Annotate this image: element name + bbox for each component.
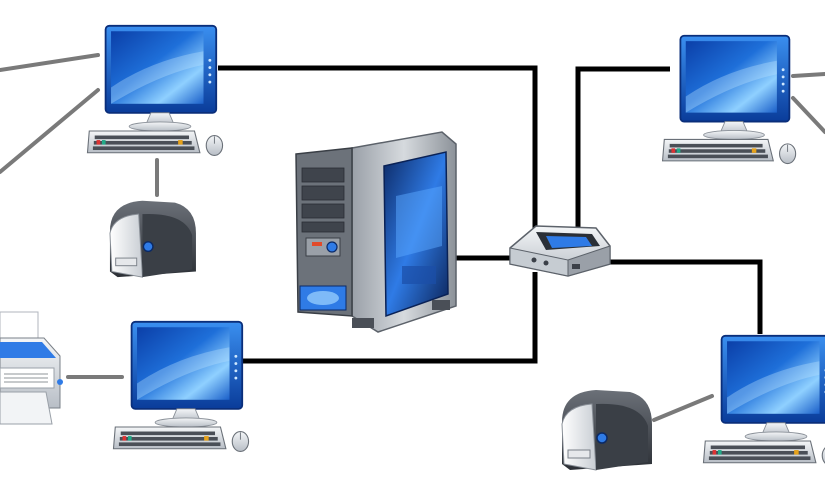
workstation-top-left xyxy=(86,24,224,157)
workstation-top-right xyxy=(661,34,797,165)
printer-icon xyxy=(109,200,197,278)
desktop-computer-icon xyxy=(112,320,250,453)
link-pc-bottom-right-printer xyxy=(652,394,714,422)
workstation-bottom-right xyxy=(702,334,825,467)
laser-printer xyxy=(0,311,63,425)
desktop-computer-icon xyxy=(702,334,825,467)
workstation-bottom-left xyxy=(112,320,250,453)
printer-icon xyxy=(561,389,653,471)
switch-icon xyxy=(509,225,611,277)
server-tower xyxy=(295,131,457,333)
network-switch xyxy=(509,225,611,277)
link-pc-top-right-offscreen-2 xyxy=(791,96,825,134)
network-links xyxy=(0,53,825,422)
server-tower-icon xyxy=(295,131,457,333)
desktop-computer-icon xyxy=(86,24,224,157)
link-pc-top-left-switch xyxy=(218,65,538,230)
link-pc-bottom-left-switch xyxy=(243,272,538,364)
link-pc-top-left-offscreen-1 xyxy=(0,53,100,72)
link-pc-top-right-switch xyxy=(575,66,670,232)
laser-printer-icon xyxy=(0,311,63,425)
desktop-computer-icon xyxy=(661,34,797,165)
label-printer-left xyxy=(109,200,197,278)
link-pc-top-left-offscreen-2 xyxy=(0,88,100,174)
link-pc-bottom-right-switch xyxy=(608,259,763,334)
label-printer-bottom-right xyxy=(561,389,653,471)
link-pc-top-right-offscreen-1 xyxy=(791,72,825,78)
